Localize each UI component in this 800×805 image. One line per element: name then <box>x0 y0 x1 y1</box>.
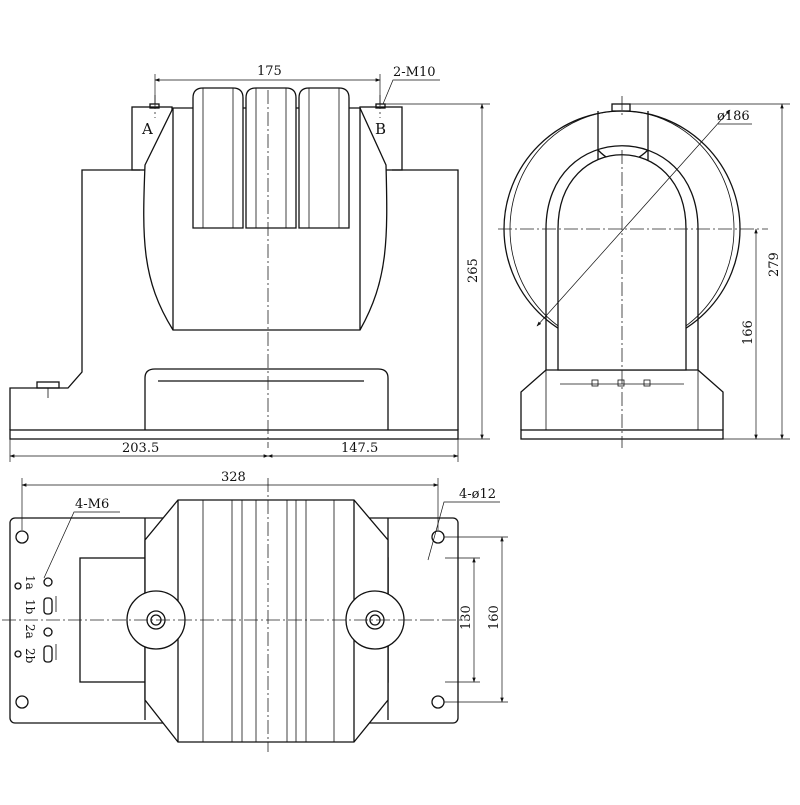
dim-160-text: 160 <box>487 605 502 630</box>
front-right-bracket <box>392 169 459 430</box>
thread-leader <box>382 79 440 105</box>
dim-166-text: 166 <box>741 320 756 345</box>
hole-label: 4-ø12 <box>459 487 496 502</box>
screw-leader <box>43 511 120 579</box>
dim-279-text: 279 <box>767 252 782 277</box>
dim-diameter-line <box>536 109 731 327</box>
terminal-a-label: A <box>141 120 153 138</box>
mount-hole-icon <box>431 530 445 544</box>
dim-diameter-text: ø186 <box>717 109 750 124</box>
terminal-2b-label: 2b <box>23 648 37 664</box>
front-base-pedestal <box>144 368 389 430</box>
top-view: 1a 1b 2a 2b 328 4-ø12 4-M6 130 160 <box>2 470 508 752</box>
mount-hole-icon <box>431 695 445 709</box>
dim-265-text: 265 <box>466 258 481 283</box>
thread-label: 2-M10 <box>393 65 436 80</box>
front-base-bolt-icon <box>36 381 60 389</box>
terminal-2a-label: 2a <box>23 624 37 639</box>
dim-203-text: 203.5 <box>122 441 159 456</box>
top-coil-lines <box>202 500 335 742</box>
front-view: A B 175 2-M10 265 203.5 147.5 <box>9 64 490 462</box>
terminal-1b-label: 1b <box>23 599 37 615</box>
terminal-1a-label: 1a <box>23 575 37 590</box>
mount-hole-icon <box>15 530 29 544</box>
dim-175-text: 175 <box>257 64 282 79</box>
secondary-terminal-block <box>14 577 57 663</box>
front-coils <box>192 87 350 229</box>
dim-328-text: 328 <box>221 470 246 485</box>
dim-147-text: 147.5 <box>341 441 378 456</box>
screw-label: 4-M6 <box>75 497 109 512</box>
bolt-a-icon <box>149 103 160 109</box>
front-base-plate <box>9 429 459 440</box>
hole-leader <box>427 501 500 561</box>
front-left-bracket <box>9 169 140 430</box>
terminal-b-label: B <box>375 120 386 138</box>
mount-hole-icon <box>15 695 29 709</box>
side-top-bolt-icon <box>611 103 631 112</box>
side-view: ø186 279 166 <box>498 96 790 448</box>
bolt-b-icon <box>375 103 386 109</box>
dim-130-text: 130 <box>459 605 474 630</box>
